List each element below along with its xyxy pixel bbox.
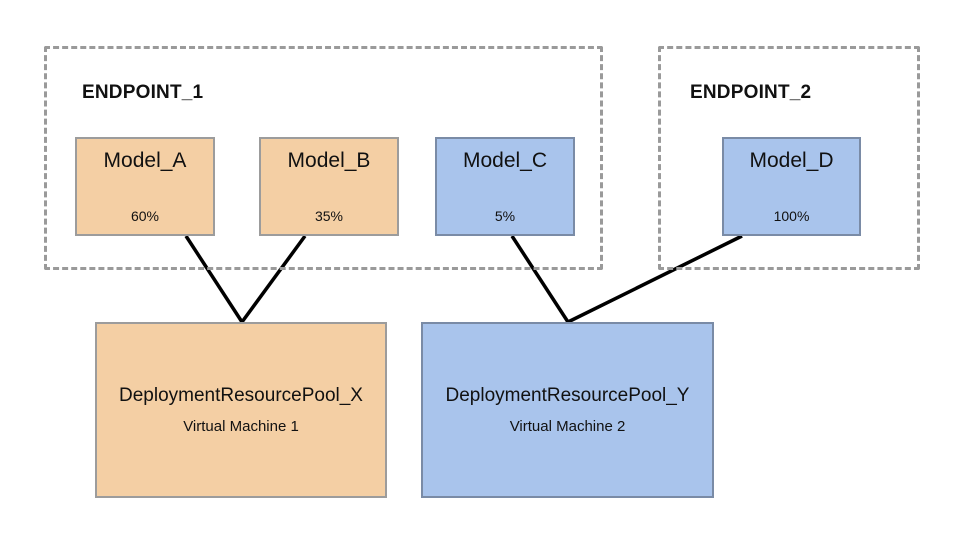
model-b-name: Model_B <box>287 149 371 172</box>
model-c-name: Model_C <box>462 149 548 172</box>
deployment-resource-pool-y[interactable]: DeploymentResourcePool_Y Virtual Machine… <box>421 322 714 498</box>
endpoint-2-label: ENDPOINT_2 <box>690 82 812 103</box>
pool-y-vm-label: Virtual Machine 2 <box>509 418 626 435</box>
model-d-name: Model_D <box>749 149 834 172</box>
pool-y-name: DeploymentResourcePool_Y <box>445 385 690 406</box>
endpoint-group-2[interactable] <box>658 46 920 270</box>
model-box-model-c[interactable]: Model_C 5% <box>435 137 575 236</box>
model-box-model-a[interactable]: Model_A 60% <box>75 137 215 236</box>
model-a-name: Model_A <box>103 149 187 172</box>
model-b-traffic-percent: 35% <box>314 208 344 224</box>
endpoint-1-label: ENDPOINT_1 <box>82 82 204 103</box>
model-box-model-d[interactable]: Model_D 100% <box>722 137 861 236</box>
pool-x-vm-label: Virtual Machine 1 <box>183 418 299 435</box>
model-d-traffic-percent: 100% <box>773 208 810 224</box>
model-c-traffic-percent: 5% <box>494 208 516 224</box>
model-a-traffic-percent: 60% <box>130 208 160 224</box>
model-box-model-b[interactable]: Model_B 35% <box>259 137 399 236</box>
pool-x-name: DeploymentResourcePool_X <box>119 385 363 406</box>
endpoint-group-1[interactable] <box>44 46 603 270</box>
deployment-resource-pool-x[interactable]: DeploymentResourcePool_X Virtual Machine… <box>95 322 387 498</box>
